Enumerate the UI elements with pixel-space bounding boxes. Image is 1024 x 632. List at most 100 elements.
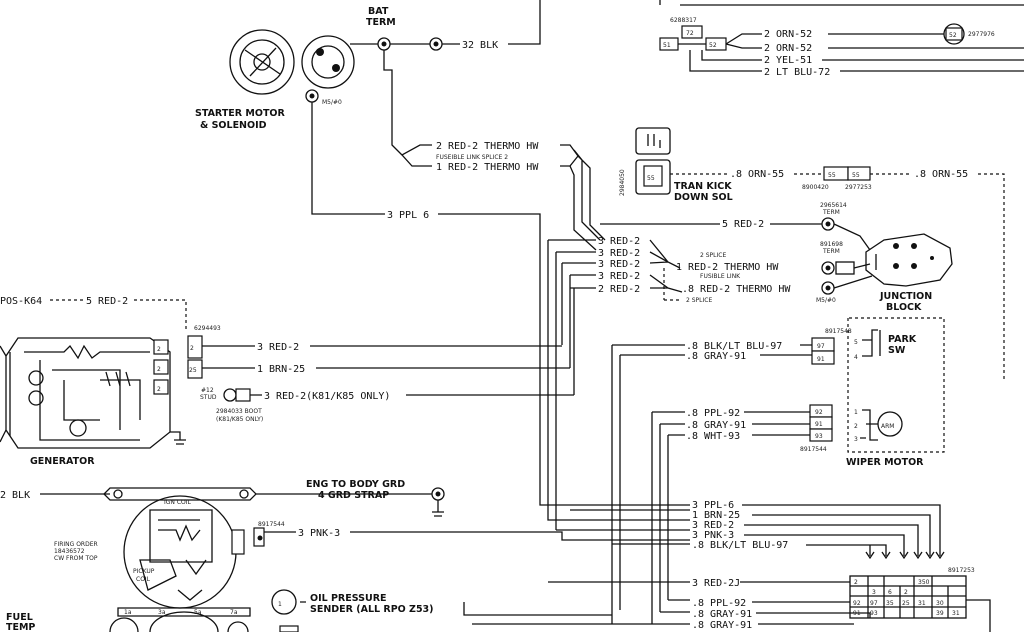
wire-3red2j: 3 RED-2J	[692, 578, 740, 589]
distributor	[117, 495, 251, 617]
pin-c72: 72	[686, 30, 694, 37]
wire-orn52-b: 2 ORN-52	[764, 43, 812, 54]
fusible-link-splice: FUSEIBLE LINK SPLICE 2	[436, 154, 508, 161]
kickdown-connector-top	[635, 127, 671, 155]
bundle-2: 3 RED-2	[692, 520, 734, 531]
wire-ppl92: .8 PPL-92	[686, 408, 740, 419]
wire-2blk: 2 BLK	[0, 490, 30, 501]
oil-sender-pin: 1	[278, 601, 282, 608]
ign-coil-label: IGN COIL	[164, 499, 191, 506]
generator-label: GENERATOR	[30, 456, 95, 467]
gen-conn-2: 2	[190, 345, 194, 352]
pos-k64-label: POS-K64	[0, 296, 42, 307]
pin-c97: 97	[817, 343, 825, 350]
oil-pressure-label: OIL PRESSURE	[310, 593, 387, 604]
wiper-motor-label: WIPER MOTOR	[846, 457, 924, 468]
bottom-1: .8 GRAY-91	[692, 609, 752, 620]
ws-pin-4: 4	[854, 354, 858, 361]
pin-c52r: 52	[949, 32, 957, 39]
junction-label: JUNCTION	[879, 291, 932, 302]
grid-mid-0: 3	[872, 589, 876, 596]
eng-grd-label: ENG TO BODY GRD	[306, 479, 405, 490]
part-8917548: 8917548	[825, 328, 852, 335]
part-2977253: 2977253	[845, 184, 872, 191]
grid-mid-2: 2	[904, 589, 908, 596]
bulkhead-connector	[849, 575, 967, 619]
grid-bot-0: 92	[853, 600, 861, 607]
wire-5red2-top: 5 RED-2	[722, 219, 764, 230]
firing-order-3: CW FROM TOP	[54, 555, 98, 562]
fuel-label: FUEL	[6, 612, 33, 623]
pin-c93: 93	[815, 433, 823, 440]
wire-red2-list-2: 3 RED-2	[598, 259, 640, 270]
grid-bot-2: 35	[886, 600, 894, 607]
starter-label: STARTER MOTOR	[195, 108, 286, 119]
pin-c52: 52	[709, 42, 717, 49]
m5-label-b: M5/#0	[816, 297, 836, 304]
wire-red2-list-1: 3 RED-2	[598, 248, 640, 259]
generator	[0, 337, 186, 449]
wire-yel51: 2 YEL-51	[764, 55, 812, 66]
fuel-label-2: TEMP	[6, 622, 35, 632]
wire-ltblu72: 2 LT BLU-72	[764, 67, 830, 78]
arm-label: ARM	[881, 423, 894, 430]
wire-3pnk3: 3 PNK-3	[298, 528, 340, 539]
wire-3red2-gen: 3 RED-2	[257, 342, 299, 353]
park-sw-label: PARK	[888, 334, 917, 345]
firing-order: FIRING ORDER	[54, 541, 98, 548]
part-2984050: 2984050	[619, 169, 626, 196]
pin-c51: 51	[663, 42, 671, 49]
ws-pin-3: 3	[854, 436, 858, 443]
grid-top-1: 350	[918, 579, 930, 586]
ws-pin-1: 1	[854, 409, 858, 416]
grid-bot-4: 31	[918, 600, 926, 607]
dist-3a: 3a	[158, 609, 166, 616]
grid-bot-1: 97	[870, 600, 878, 607]
part-8900420: 8900420	[802, 184, 829, 191]
gen-pin-2c: 2	[157, 386, 161, 393]
ws-pin-5: 5	[854, 339, 858, 346]
stud-label: #12	[201, 387, 214, 394]
splice-label: 2 SPLICE	[700, 252, 726, 259]
grid-top-0: 2	[854, 579, 858, 586]
wire-3red2-k81: 3 RED-2(K81/K85 ONLY)	[264, 391, 390, 402]
part-8917544: 8917544	[800, 446, 827, 453]
term-label: TERM	[822, 209, 840, 216]
bundle-3: 3 PNK-3	[692, 530, 734, 541]
ws-pin-2: 2	[854, 423, 858, 430]
wire-3ppl6: 3 PPL 6	[387, 210, 429, 221]
starter-label-2: & SOLENOID	[200, 120, 267, 131]
starter-motor	[229, 29, 355, 103]
pin-c91: 91	[817, 356, 825, 363]
pin-c92: 92	[815, 409, 823, 416]
part-6294493: 6294493	[194, 325, 221, 332]
bat-term-label: BAT	[368, 6, 389, 17]
bottom-2: .8 GRAY-91	[692, 620, 752, 631]
eng-grd-label-2: 4 GRD STRAP	[318, 490, 389, 501]
wire-8orn55-b: .8 ORN-55	[914, 169, 968, 180]
pickup-coil-label-2: COIL	[136, 576, 151, 583]
wire-orn52-a: 2 ORN-52	[764, 29, 812, 40]
grid-bot2-3: 31	[952, 610, 960, 617]
oil-pressure-sender	[271, 589, 297, 615]
wire-red2-list-4: 2 RED-2	[598, 284, 640, 295]
park-sw-label-2: SW	[888, 345, 906, 356]
pin-c55: 55	[647, 175, 655, 182]
oil-pressure-label-2: SENDER (ALL RPO Z53)	[310, 604, 434, 615]
wire-blk-lt-blu: .8 BLK/LT BLU-97	[686, 341, 782, 352]
junction-block	[865, 233, 953, 287]
boot-label: 2984033 BOOT	[216, 408, 262, 415]
m5-label-a: M5/#0	[322, 99, 342, 106]
bundle-0: 3 PPL-6	[692, 500, 734, 511]
part-8917544b: 8917544	[258, 521, 285, 528]
tran-kick-label: TRAN KICK	[674, 181, 732, 192]
boot-label-2: (K81/K85 ONLY)	[216, 416, 263, 423]
gen-pin-2a: 2	[157, 346, 161, 353]
wire-red2-thermo-b: 1 RED-2 THERMO HW	[436, 162, 539, 173]
dist-1a: 1a	[124, 609, 132, 616]
dist-7a: 7a	[230, 609, 238, 616]
pickup-coil-label: PICKUP	[133, 568, 155, 575]
fusible-link-label: FUSIBLE LINK	[700, 273, 741, 280]
pin-c91b: 91	[815, 421, 823, 428]
wire-gray91-a: .8 GRAY-91	[686, 351, 746, 362]
